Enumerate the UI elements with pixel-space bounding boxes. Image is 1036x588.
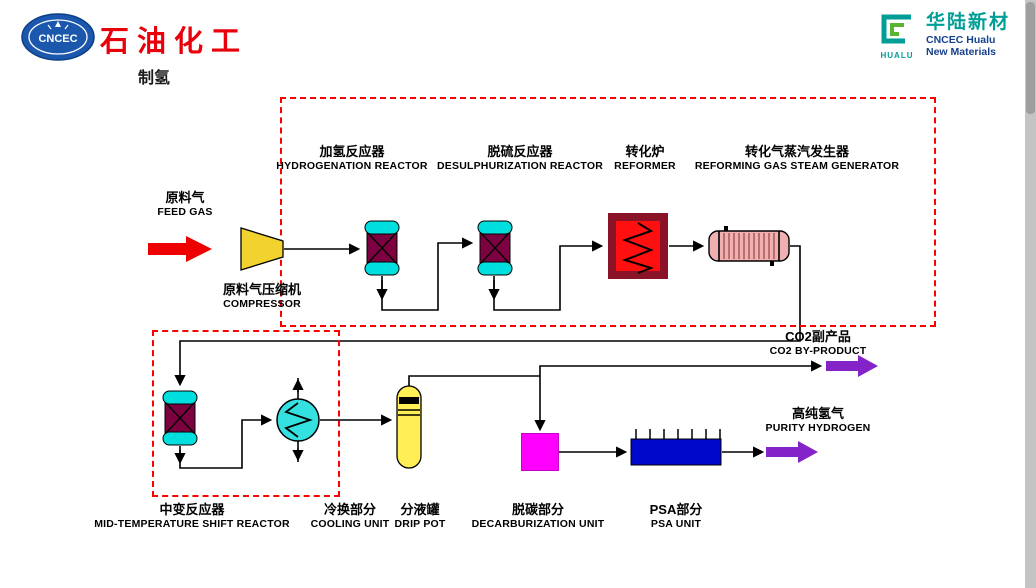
label-co2-byproduct-zh: CO2副产品 (785, 329, 851, 344)
label-drip-pot-en: DRIP POT (394, 518, 446, 530)
label-compressor-zh: 原料气压缩机 (222, 282, 302, 297)
label-decarburization-zh: 脱碳部分 (511, 502, 564, 517)
brand-title: 石油化工 (100, 24, 249, 58)
hualu-logo-block: HUALU 华陆新材 CNCEC Hualu New Materials (875, 12, 1010, 60)
feed-gas-arrow-icon (148, 236, 212, 262)
label-hydrogenation-zh: 加氢反应器 (319, 144, 385, 159)
label-purity-hydrogen-en: PURITY HYDROGEN (765, 422, 871, 434)
hualu-badge-text: HUALU (880, 51, 914, 60)
label-psa-unit: PSA部分 PSA UNIT (650, 502, 703, 531)
label-shift-reactor: 中变反应器 MID-TEMPERATURE SHIFT REACTOR (94, 502, 290, 531)
label-feed-gas-zh: 原料气 (165, 190, 205, 205)
slide-subtitle: 制氢 (138, 70, 171, 87)
label-feed-gas-en: FEED GAS (157, 206, 213, 218)
reforming-gas-steam-generator-symbol (708, 224, 790, 268)
label-drip-pot: 分液罐 DRIP POT (395, 502, 446, 531)
cncec-logo: CNCEC (20, 12, 96, 62)
label-shift-reactor-en: MID-TEMPERATURE SHIFT REACTOR (94, 518, 290, 530)
psa-unit-symbol (630, 427, 722, 466)
label-feed-gas: 原料气 FEED GAS (157, 190, 212, 219)
purity-hydrogen-arrow-icon (766, 441, 818, 463)
label-desulphurization-zh: 脱硫反应器 (487, 144, 553, 159)
highlight-box-shift-cooling-section (152, 330, 340, 497)
label-drip-pot-zh: 分液罐 (400, 502, 440, 517)
label-cooling-unit: 冷换部分 COOLING UNIT (311, 502, 390, 531)
label-co2-byproduct: CO2副产品 CO2 BY-PRODUCT (770, 329, 867, 358)
cooling-unit-symbol (275, 397, 321, 443)
label-compressor-en: COMPRESSOR (223, 298, 301, 310)
hualu-logo-mark: HUALU (875, 12, 919, 60)
label-compressor: 原料气压缩机 COMPRESSOR (223, 282, 301, 311)
hualu-sub-line2: New Materials (925, 46, 997, 58)
desulphurization-reactor-symbol (477, 220, 513, 276)
label-desulphurization-en: DESULPHURIZATION REACTOR (437, 160, 603, 172)
label-psa-unit-en: PSA UNIT (650, 518, 702, 530)
label-reformer: 转化炉 REFORMER (614, 144, 676, 173)
label-reformer-zh: 转化炉 (625, 144, 665, 159)
label-co2-byproduct-en: CO2 BY-PRODUCT (769, 345, 867, 357)
highlight-box-reforming-section (280, 97, 936, 327)
scrollbar-thumb[interactable] (1026, 2, 1035, 114)
label-steam-generator-en: REFORMING GAS STEAM GENERATOR (694, 160, 900, 172)
label-steam-generator-zh: 转化气蒸汽发生器 (744, 144, 849, 159)
hualu-text-block: 华陆新材 CNCEC Hualu New Materials (926, 12, 1010, 58)
label-hydrogenation-reactor: 加氢反应器 HYDROGENATION REACTOR (276, 144, 427, 173)
label-cooling-unit-zh: 冷换部分 (323, 502, 376, 517)
vertical-scrollbar[interactable] (1025, 0, 1036, 588)
label-shift-reactor-zh: 中变反应器 (159, 502, 225, 517)
label-hydrogenation-en: HYDROGENATION REACTOR (276, 160, 428, 172)
label-purity-hydrogen-zh: 高纯氢气 (791, 406, 844, 421)
compressor-symbol (240, 226, 284, 272)
hydrogenation-reactor-symbol (364, 220, 400, 276)
mid-temperature-shift-reactor-symbol (162, 390, 198, 446)
co2-byproduct-arrow-icon (826, 355, 878, 377)
label-desulphurization-reactor: 脱硫反应器 DESULPHURIZATION REACTOR (437, 144, 603, 173)
label-decarburization-en: DECARBURIZATION UNIT (471, 518, 605, 530)
label-decarburization: 脱碳部分 DECARBURIZATION UNIT (472, 502, 605, 531)
label-cooling-unit-en: COOLING UNIT (310, 518, 390, 530)
hualu-name: 华陆新材 (925, 12, 1010, 33)
hualu-sub-line1: CNCEC Hualu (925, 34, 996, 46)
label-purity-hydrogen: 高纯氢气 PURITY HYDROGEN (766, 406, 871, 435)
reformer-furnace-symbol (607, 212, 669, 280)
label-psa-unit-zh: PSA部分 (649, 502, 703, 517)
decarburization-unit-symbol (521, 433, 559, 471)
hualu-mark-icon (881, 14, 911, 44)
drip-pot-symbol (396, 385, 422, 469)
label-reformer-en: REFORMER (614, 160, 676, 172)
cncec-badge-text: CNCEC (38, 33, 77, 45)
label-steam-generator: 转化气蒸汽发生器 REFORMING GAS STEAM GENERATOR (695, 144, 899, 173)
